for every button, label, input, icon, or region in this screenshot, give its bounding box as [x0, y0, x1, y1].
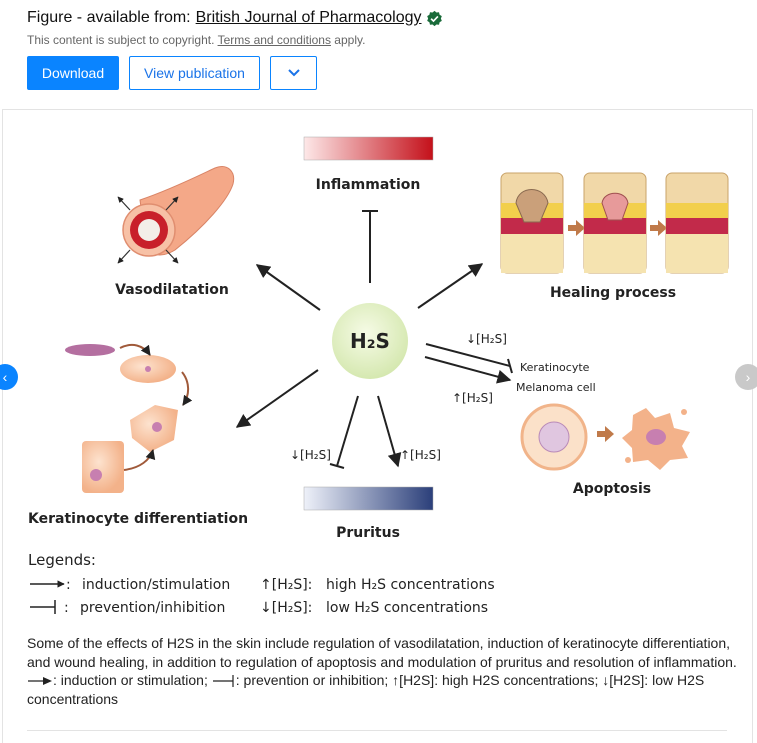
caption-inhibit-icon: [212, 675, 234, 688]
arrow-vasodilatation: [255, 264, 321, 311]
keratinocyte-diff-illustration: [65, 343, 193, 493]
legend-prevention-colon: :: [64, 600, 69, 616]
arrow-pruritus-up: [377, 395, 402, 468]
caption-arrow-icon: [28, 677, 52, 686]
inflammation-label: Inflammation: [316, 177, 421, 193]
healing-process-illustration: [500, 172, 729, 274]
action-buttons: Download View publication: [27, 56, 317, 90]
down-h2s-label-pruritus: ↓[H₂S]: [290, 448, 331, 462]
vasodilatation-label: Vasodilatation: [115, 282, 229, 298]
download-button[interactable]: Download: [27, 56, 119, 90]
inhibit-keratinocyte: [425, 343, 511, 367]
copyright-text: This content is subject to copyright.: [27, 33, 215, 47]
journal-link[interactable]: British Journal of Pharmacology: [195, 9, 422, 26]
h2s-center-circle: [332, 303, 408, 379]
arrow-melanoma: [424, 356, 512, 384]
h2s-center-label: H₂S: [350, 329, 390, 353]
legend-down-key: ↓[H₂S]:: [260, 600, 312, 616]
chevron-down-icon: [287, 69, 300, 77]
verified-badge-icon: [426, 10, 442, 26]
arrow-ker-diff: [235, 369, 319, 428]
legend-induction: induction/stimulation: [82, 577, 230, 593]
caption-text-1: Some of the effects of H2S in the skin i…: [27, 635, 737, 670]
chevron-left-icon: ‹: [2, 369, 8, 385]
legend-low: low H₂S concentrations: [326, 600, 488, 616]
legend-up-key: ↑[H₂S]:: [260, 577, 312, 593]
up-h2s-label-mid: ↑[H₂S]: [452, 391, 493, 405]
chevron-right-icon: ›: [745, 369, 751, 385]
legend-high: high H₂S concentrations: [326, 577, 495, 593]
legends-title: Legends:: [28, 551, 96, 569]
caption-text-2: : induction or stimulation;: [53, 672, 208, 688]
arrow-healing: [417, 263, 484, 309]
pruritus-label: Pruritus: [336, 525, 400, 541]
inflammation-gradient-bar: [303, 136, 434, 161]
healing-process-label: Healing process: [550, 285, 676, 301]
terms-link[interactable]: Terms and conditions: [217, 33, 331, 47]
apoptosis-label: Apoptosis: [573, 481, 651, 497]
keratinocyte-label: Keratinocyte: [520, 361, 590, 374]
figure-prefix: Figure - available from:: [27, 9, 191, 26]
figure-image: Inflammation H₂S ↓[H₂S] ↑[H₂S] Keratinoc…: [28, 136, 729, 616]
figure-title: Figure - available from: British Journal…: [27, 9, 747, 27]
inhibit-pruritus-down: [336, 395, 359, 467]
melanoma-label: Melanoma cell: [516, 381, 596, 394]
more-options-button[interactable]: [270, 56, 317, 90]
figure-container: [2, 109, 753, 743]
apoptosis-illustration: [520, 403, 690, 471]
down-h2s-label-top: ↓[H₂S]: [466, 332, 507, 346]
view-publication-button[interactable]: View publication: [129, 56, 260, 90]
caption-text-3: : prevention or inhibition; ↑[H2S]: high…: [27, 672, 705, 707]
legend-prevention: prevention/inhibition: [80, 600, 225, 616]
pruritus-gradient-bar: [303, 486, 434, 511]
blood-vessel-illustration: [117, 166, 235, 264]
copyright-notice: This content is subject to copyright. Te…: [27, 33, 747, 47]
apply-text: apply.: [334, 33, 366, 47]
up-h2s-label-pruritus: ↑[H₂S]: [400, 448, 441, 462]
figure-header: Figure - available from: British Journal…: [27, 9, 747, 47]
inhibit-pruritus-bar: [329, 463, 345, 469]
bottom-divider: [27, 730, 727, 731]
next-figure-button[interactable]: ›: [735, 364, 757, 390]
ker-diff-label: Keratinocyte differentiation: [28, 511, 248, 527]
previous-figure-button[interactable]: ‹: [0, 364, 18, 390]
figure-caption: Some of the effects of H2S in the skin i…: [27, 634, 737, 708]
legend-induction-colon: :: [66, 577, 71, 593]
